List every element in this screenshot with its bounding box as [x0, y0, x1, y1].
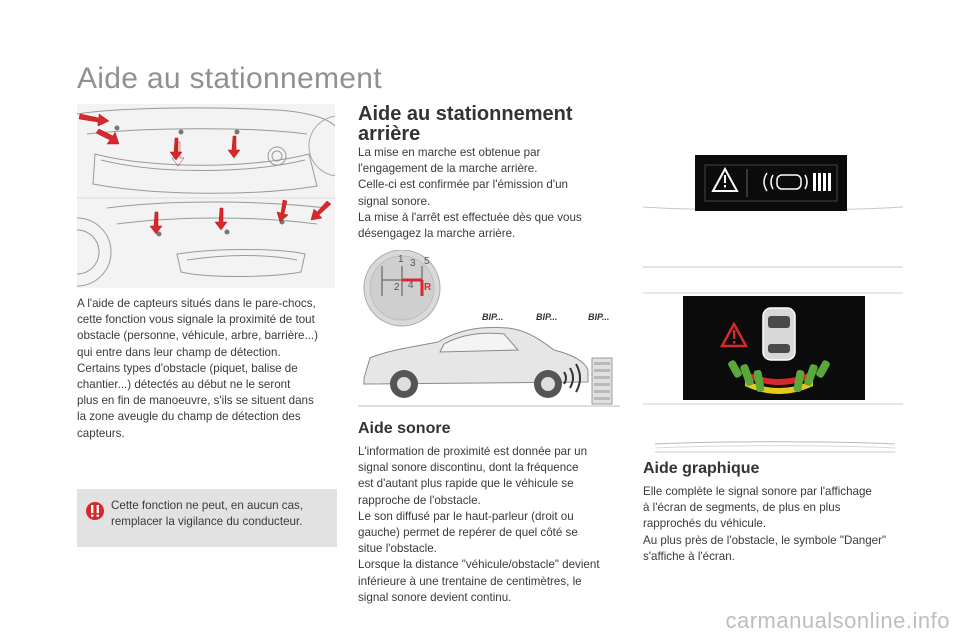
danger-triangle-icon: [711, 166, 739, 192]
rear-parking-text: La mise en marche est obtenue par l'enga…: [358, 146, 582, 241]
parking-car-icon: [763, 172, 808, 192]
dashboard-display-illustration: [643, 155, 903, 271]
sound-aid-text: L'information de proximité est donnée pa…: [358, 445, 600, 604]
danger-warning-icon: [719, 321, 749, 348]
warning-box: Cette fonction ne peut, en aucun cas, re…: [77, 489, 337, 547]
car-top-view: [762, 307, 796, 361]
page-title: Aide au stationnement: [77, 62, 382, 95]
sensor-arrows-front: [78, 113, 241, 167]
rear-bumper-drawing: [77, 201, 328, 287]
obstacle-wall: [591, 357, 613, 405]
car-side-drawing: [363, 327, 589, 385]
graphic-aid-text: Elle complète le signal sonore par l'aff…: [643, 485, 887, 563]
gear-r: R: [424, 282, 432, 293]
front-bumper-drawing: [77, 107, 335, 194]
windshield-strip-illustration: [655, 438, 895, 456]
watermark: carmanualsonline.info: [725, 608, 950, 633]
bip-label-3: BIP...: [588, 312, 610, 322]
gear-2: 2: [394, 282, 400, 293]
distance-segments: [728, 360, 830, 394]
reverse-gear-illustration: 1 3 5 2 4 R BIP... BIP... BIP...: [358, 250, 620, 408]
parking-screen-illustration: [643, 290, 903, 406]
gear-5: 5: [424, 256, 430, 267]
graphic-aid-heading: Aide graphique: [643, 460, 760, 477]
gear-4: 4: [408, 280, 414, 291]
sound-waves-icon: [563, 363, 581, 393]
warning-exclamation-icon: [86, 502, 104, 520]
rear-parking-heading: Aide au stationnement arrière: [358, 103, 573, 145]
sensor-arrows-rear: [149, 199, 332, 235]
warning-text: Cette fonction ne peut, en aucun cas, re…: [111, 499, 304, 529]
bip-label-1: BIP...: [482, 312, 504, 322]
intro-text: A l'aide de capteurs situés dans le pare…: [77, 297, 319, 440]
sound-aid-heading: Aide sonore: [358, 420, 451, 437]
gear-1: 1: [398, 254, 404, 265]
bip-label-2: BIP...: [536, 312, 558, 322]
gear-3: 3: [410, 258, 416, 269]
bumper-illustration: [77, 104, 335, 288]
